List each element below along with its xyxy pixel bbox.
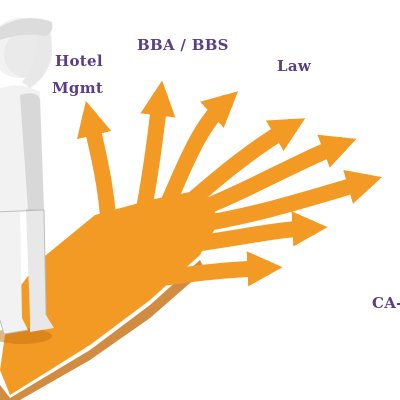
arrow-branch-7 (177, 211, 328, 253)
label-law: Law (277, 57, 312, 75)
arrow-branch-6 (187, 169, 382, 233)
label-hotel: Hotel (55, 52, 103, 70)
arrow-branch-8 (142, 251, 283, 288)
arrow-branch-3 (152, 91, 239, 228)
arrow-branch-2 (132, 80, 176, 238)
label-mgmt: Mgmt (52, 79, 104, 97)
person-looking-icon (0, 18, 54, 344)
arrow-branch-1 (76, 100, 118, 268)
arrow-branch-4 (167, 118, 306, 223)
label-bba-bbs: BBA / BBS (137, 36, 229, 54)
arrow-trunk (0, 190, 220, 395)
label-ca: CA- (372, 294, 400, 312)
arrow-branch-5 (177, 134, 357, 223)
